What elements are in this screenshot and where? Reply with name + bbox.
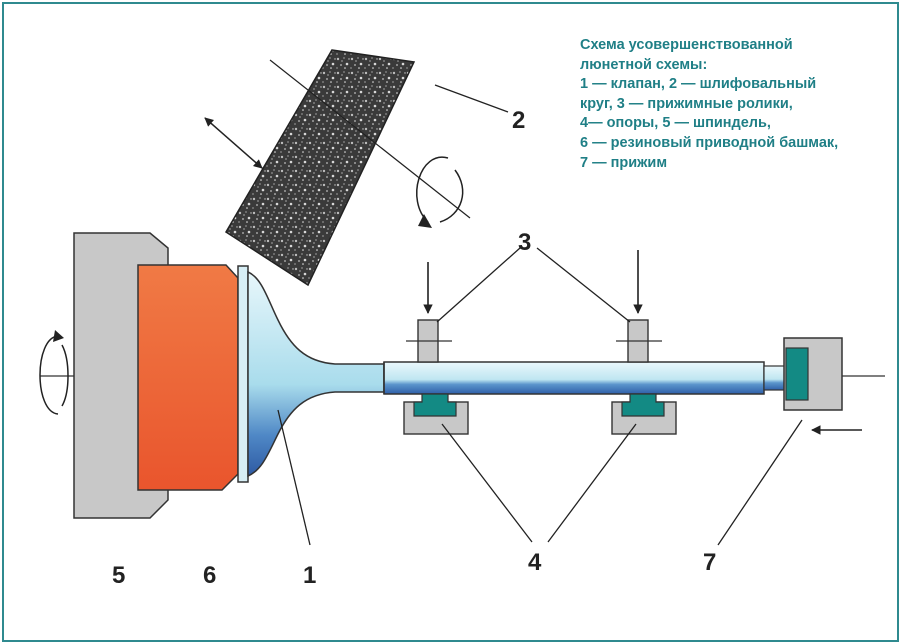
legend-title-line-1: Схема усовершенствованной xyxy=(580,37,793,53)
callout-1: 1 xyxy=(303,562,316,589)
wheel-rotation-arrow xyxy=(416,156,464,228)
pressure-roller-right xyxy=(616,319,662,363)
wheel-feed-arrow xyxy=(204,117,263,169)
valve-stem xyxy=(383,361,765,395)
legend-line-2: круг, 3 — прижимные ролики, xyxy=(580,95,793,112)
rubber-drive-shoe xyxy=(137,264,239,491)
legend-line-5: 7 — прижим xyxy=(580,154,668,171)
callout-6: 6 xyxy=(203,562,216,589)
diagram-legend: Схема усовершенствованной люнетной схемы… xyxy=(580,36,890,173)
valve-head xyxy=(247,270,385,478)
callout-4: 4 xyxy=(528,549,542,576)
valve-head-rim xyxy=(237,265,249,483)
support-left xyxy=(403,393,469,435)
clamp xyxy=(783,337,843,411)
spindle-rotation-arrow xyxy=(39,330,69,415)
callout-3: 3 xyxy=(518,229,531,256)
callout-7: 7 xyxy=(703,549,716,576)
grinding-wheel xyxy=(224,49,471,287)
leader-4-right xyxy=(547,423,637,543)
leader-7 xyxy=(717,419,803,546)
legend-line-4: 6 — резиновый приводной башмак, xyxy=(580,134,839,151)
leader-2 xyxy=(434,84,509,113)
callout-5: 5 xyxy=(112,562,125,589)
legend-line-3: 4— опоры, 5 — шпиндель, xyxy=(580,115,771,132)
support-right xyxy=(611,393,677,435)
leader-3-left xyxy=(436,247,521,323)
pressure-roller-left xyxy=(406,319,452,363)
leader-4-left xyxy=(441,423,533,543)
legend-title-line-2: люнетной схемы: xyxy=(580,56,708,73)
leader-1 xyxy=(277,409,311,546)
callout-2: 2 xyxy=(512,107,525,134)
legend-line-1: 1 — клапан, 2 — шлифовальный xyxy=(580,76,817,93)
leader-3-right xyxy=(536,247,631,323)
